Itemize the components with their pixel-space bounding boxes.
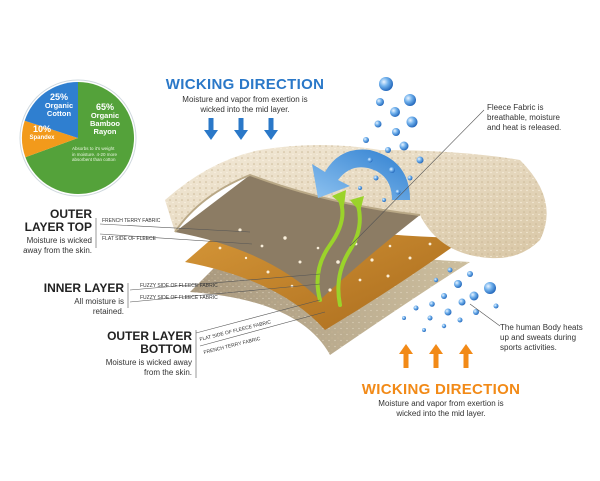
pie-absorbency-note: Absorbs to it's weight in moisture. 4-20…	[72, 146, 118, 162]
inner-layer-title: INNER LAYER	[43, 281, 124, 295]
wicking-direction-title-top: WICKING DIRECTION	[165, 76, 325, 93]
outer-layer-bottom-desc: Moisture is wicked away from the skin.	[105, 358, 192, 377]
outer-layer-bottom-title: OUTER LAYER BOTTOM	[107, 329, 192, 356]
composition-pie	[19, 79, 137, 197]
body-sweat-note: The human Body heats up and sweats durin…	[500, 323, 583, 352]
outer-layer-top-block: OUTER LAYER TOP Moisture is wicked away …	[8, 208, 92, 256]
outer-layer-bottom-block: OUTER LAYER BOTTOM Moisture is wicked aw…	[90, 330, 192, 378]
pie-slice-bamboo	[25, 82, 135, 194]
wicking-direction-title-bottom: WICKING DIRECTION	[361, 381, 521, 398]
outer-layer-top-desc: Moisture is wicked away from the skin.	[23, 236, 92, 255]
wicking-direction-subtitle-top: Moisture and vapor from exertion is wick…	[182, 95, 308, 114]
label-flat-side-top: FLAT SIDE OF FLEECE	[102, 236, 157, 242]
heat-release-arrow	[312, 149, 410, 200]
wicking-arrows-blue	[204, 118, 278, 140]
moisture-drops-top	[358, 77, 424, 202]
wicking-arrows-orange	[399, 344, 473, 368]
outer-layer-top-title: OUTER LAYER TOP	[24, 207, 92, 234]
pie-label-bamboo: 65% Organic Bamboo Rayon	[90, 102, 120, 136]
inner-layer-block: INNER LAYER All moisture is retained.	[30, 282, 124, 317]
pie-label-spandex: 10% Spandex	[29, 124, 55, 141]
label-fuzzy-side-1: FUZZY SIDE OF FLEECE FABRIC	[140, 283, 218, 289]
moisture-drops-body	[402, 267, 499, 332]
leader-lines	[95, 109, 501, 378]
inner-layer-desc: All moisture is retained.	[74, 297, 124, 316]
wicking-direction-subtitle-bottom: Moisture and vapor from exertion is wick…	[378, 399, 504, 418]
label-french-terry-top: FRENCH TERRY FABRIC	[102, 218, 161, 224]
pie-slice-spandex	[21, 120, 78, 158]
fleece-breathable-note: Fleece Fabric is breathable, moisture an…	[487, 103, 562, 132]
label-fuzzy-side-2: FUZZY SIDE OF FLEECE FABRIC	[140, 295, 218, 301]
label-flat-side-bottom: FLAT SIDE OF FLEECE FABRIC	[199, 319, 272, 343]
vapor-arrows	[315, 190, 364, 307]
pie-slice-cotton	[24, 81, 78, 138]
pie-label-cotton: 25% Organic Cotton	[44, 92, 74, 118]
